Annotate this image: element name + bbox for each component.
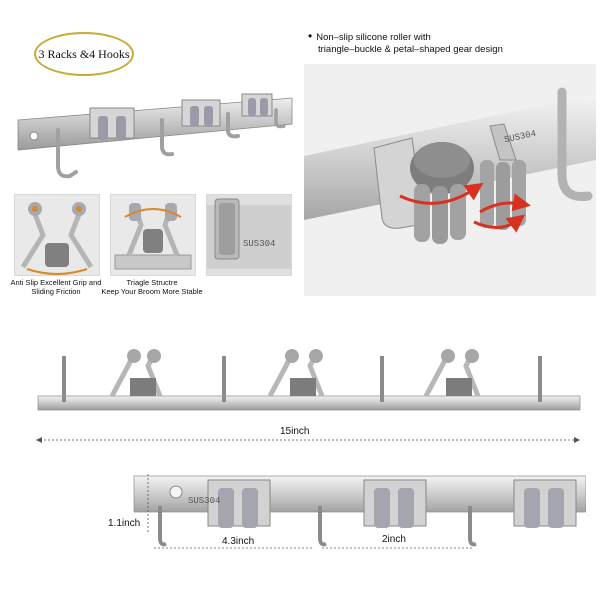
height-label: 1.1inch bbox=[108, 518, 141, 529]
detail-triangle-panel bbox=[110, 194, 196, 276]
top-sus-label: SUS304 bbox=[188, 496, 221, 506]
hook-spacing-label: 2inch bbox=[382, 534, 406, 545]
racks-hooks-badge: 3 Racks &4 Hooks bbox=[34, 32, 134, 76]
detail-grip-panel bbox=[14, 194, 100, 276]
sus-detail-label: SUS304 bbox=[243, 239, 276, 249]
sus-detail-image bbox=[207, 195, 291, 275]
triangle-caption-line2: Keep Your Broom More Stable bbox=[101, 287, 203, 296]
hook-spacing-measure-line bbox=[322, 547, 472, 549]
product-top-image bbox=[133, 475, 586, 547]
rack-spacing-measure-line bbox=[154, 547, 314, 549]
grip-caption-line2: Sliding Friction bbox=[31, 287, 81, 296]
grip-caption-line1: Anti Slip Excellent Grip and bbox=[10, 278, 102, 287]
height-measure-line bbox=[147, 474, 149, 532]
length-measure-line bbox=[36, 437, 580, 443]
length-label: 15inch bbox=[280, 426, 310, 437]
product-front-image bbox=[37, 349, 581, 411]
product-angled-image bbox=[17, 93, 293, 179]
rack-spacing-label: 4.3inch bbox=[222, 536, 255, 547]
feature-line1: Non–slip silicone roller with bbox=[316, 32, 431, 43]
feature-text: •Non–slip silicone roller with triangle–… bbox=[308, 30, 588, 56]
feature-line2: triangle–buckle & petal–shaped gear desi… bbox=[318, 44, 503, 55]
badge-text: 3 Racks &4 Hooks bbox=[38, 46, 130, 61]
detail-sus-panel: SUS304 bbox=[206, 194, 292, 276]
grip-detail-image bbox=[15, 195, 99, 275]
closeup-image bbox=[304, 87, 596, 244]
bullet-dot-icon: • bbox=[308, 29, 313, 43]
triangle-detail-image bbox=[111, 195, 195, 275]
grip-caption: Anti Slip Excellent Grip and Sliding Fri… bbox=[4, 278, 108, 296]
closeup-panel: SUS304 bbox=[304, 64, 596, 296]
triangle-caption: Triagle Structre Keep Your Broom More St… bbox=[100, 278, 204, 296]
triangle-caption-line1: Triagle Structre bbox=[126, 278, 178, 287]
